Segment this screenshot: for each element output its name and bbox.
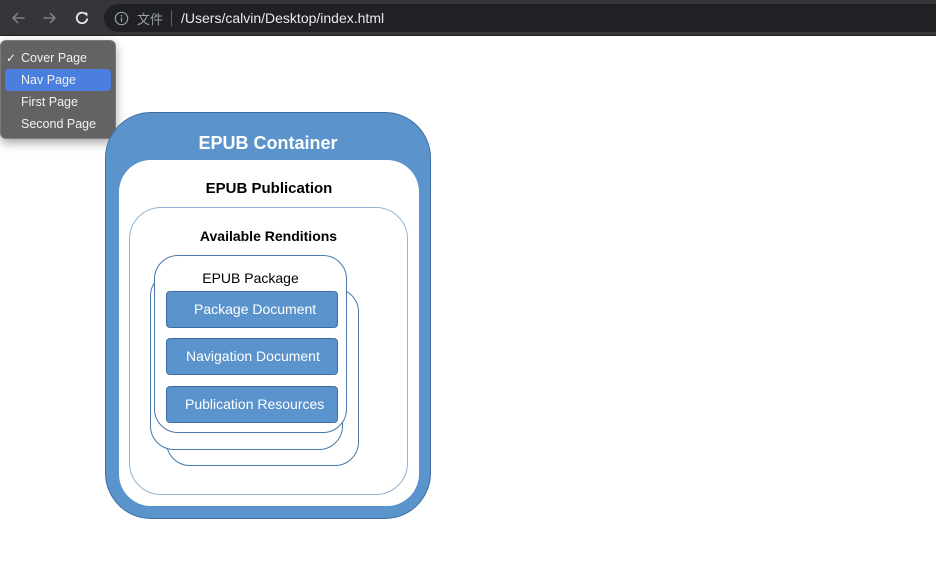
container-title: EPUB Container (198, 133, 338, 153)
address-bar[interactable]: 文件 /Users/calvin/Desktop/index.html (104, 4, 936, 32)
back-button[interactable] (8, 8, 28, 28)
menu-item-label: First Page (21, 95, 78, 109)
menu-item-cover-page[interactable]: ✓ Cover Page (5, 47, 111, 69)
menu-item-first-page[interactable]: First Page (5, 91, 111, 113)
menu-item-label: Second Page (21, 117, 97, 131)
reload-icon (75, 11, 89, 25)
package-document-box: Package Document (166, 291, 338, 328)
renditions-box: Available Renditions EPUB Package Packag… (129, 207, 408, 495)
browser-toolbar: 文件 /Users/calvin/Desktop/index.html (0, 0, 936, 36)
url-text[interactable]: /Users/calvin/Desktop/index.html (181, 10, 385, 26)
address-separator (171, 10, 173, 26)
info-icon[interactable] (114, 11, 129, 26)
renditions-title: Available Renditions (199, 228, 338, 244)
publication-resources-box: Publication Resources (166, 386, 338, 423)
menu-item-label: Nav Page (21, 73, 76, 87)
publication-title: EPUB Publication (205, 180, 333, 197)
checkmark-icon: ✓ (6, 51, 17, 65)
menu-item-label: Cover Page (21, 51, 88, 65)
page-select-menu: ✓ Cover Page Nav Page First Page Second … (0, 40, 116, 139)
reload-button[interactable] (72, 8, 92, 28)
epub-publication-box: EPUB Publication Available Renditions EP… (119, 160, 419, 506)
forward-button[interactable] (40, 8, 60, 28)
arrow-left-icon (12, 12, 25, 24)
scheme-label: 文件 (137, 11, 164, 27)
arrow-right-icon (43, 12, 56, 24)
epub-package-box: EPUB Package Package Document Navigation… (154, 255, 347, 433)
menu-item-second-page[interactable]: Second Page (5, 113, 111, 135)
epub-container-box: EPUB Container EPUB Publication Availabl… (105, 112, 431, 519)
menu-item-nav-page[interactable]: Nav Page (5, 69, 111, 91)
package-title: EPUB Package (202, 270, 299, 286)
navigation-document-box: Navigation Document (166, 338, 338, 375)
